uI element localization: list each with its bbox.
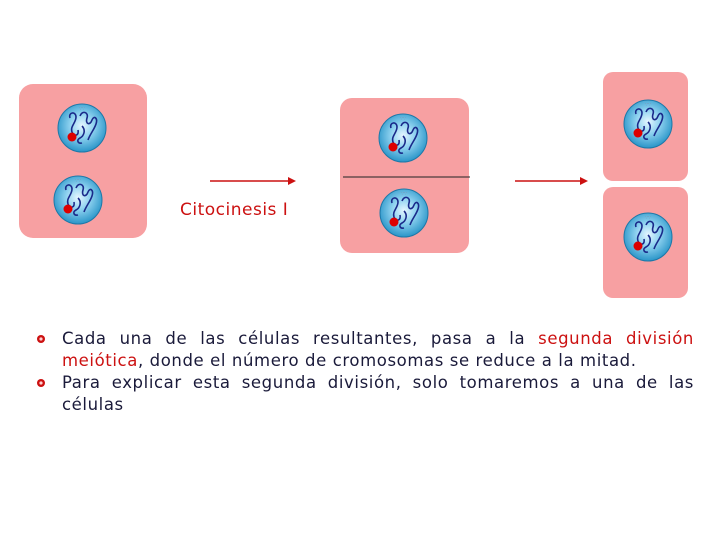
dividing-cell <box>340 98 470 253</box>
bullet-text-part: Cada una de las células resultantes, pas… <box>62 329 539 348</box>
bullet-item: Cada una de las células resultantes, pas… <box>36 328 694 372</box>
bullet-text-highlight: segunda división meiótica <box>62 329 694 370</box>
right-arrow-icon <box>515 177 588 185</box>
bullet-list: Cada una de las células resultantes, pas… <box>36 328 694 416</box>
bullet-text-part: Para explicar esta segunda división, sol… <box>62 373 694 414</box>
nucleus-top <box>57 103 107 153</box>
bullet-item: Para explicar esta segunda división, sol… <box>36 372 694 416</box>
diagram-caption: Citocinesis I <box>180 200 289 220</box>
right-arrow-icon <box>210 177 296 185</box>
bullet-text-part: , donde el número de cromosomas se reduc… <box>137 351 637 370</box>
parent-cell <box>19 84 147 238</box>
nucleus-bottom-mid <box>379 188 429 238</box>
daughter-cell-bottom <box>603 187 688 298</box>
cytokinesis-diagram: ∵∵ <box>19 72 688 298</box>
flower-bullet-icon <box>37 335 45 343</box>
daughter-cell-top <box>603 72 688 181</box>
nucleus-bottom <box>53 175 103 225</box>
flower-bullet-icon <box>37 379 45 387</box>
nucleus-top-mid <box>378 113 428 163</box>
